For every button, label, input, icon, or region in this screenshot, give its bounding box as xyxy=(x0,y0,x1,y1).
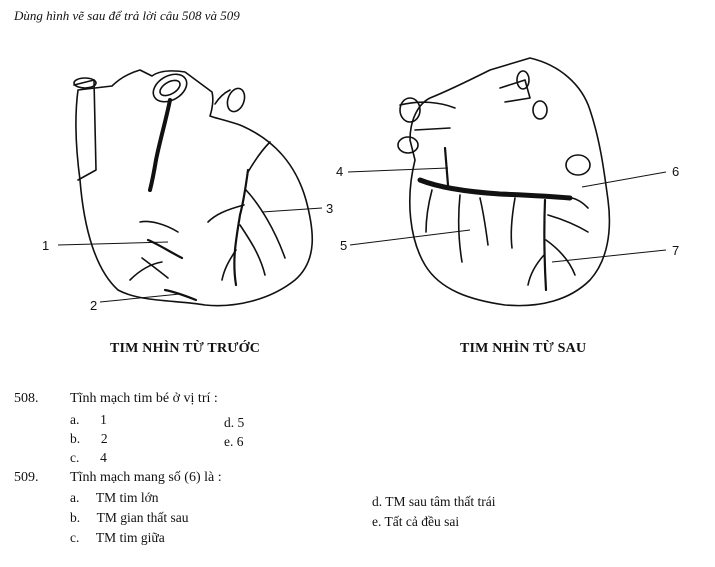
question-508-option-d: d. 5 xyxy=(224,415,244,431)
question-508-number: 508. xyxy=(14,391,39,406)
option-letter: a. xyxy=(70,490,80,505)
option-text: TM gian thất sau xyxy=(96,510,189,525)
figure-label-4: 4 xyxy=(336,164,343,179)
question-509-option-d: d. TM sau tâm thất trái xyxy=(372,494,496,510)
question-509-option-b: b. TM gian thất sau xyxy=(70,510,189,526)
option-text: 1 xyxy=(100,412,107,427)
question-509-option-a: a. TM tim lớn xyxy=(70,490,159,506)
question-508-text: Tĩnh mạch tim bé ở vị trí : xyxy=(70,391,218,406)
option-letter: b. xyxy=(70,431,81,446)
option-text: TM tim lớn xyxy=(95,490,159,505)
question-508-option-c: c. 4 xyxy=(70,450,107,466)
question-509-option-c: c. TM tim giữa xyxy=(70,530,165,546)
front-view-caption: TIM NHÌN TỪ TRƯỚC xyxy=(110,341,261,356)
option-text: Tất cả đều sai xyxy=(384,514,460,529)
option-text: 2 xyxy=(100,431,108,446)
option-text: 6 xyxy=(236,434,244,449)
back-heart-drawing xyxy=(397,57,611,307)
option-text: TM tim giữa xyxy=(95,530,165,545)
question-509-text: Tĩnh mạch mang số (6) là : xyxy=(70,470,222,485)
figure-label-3: 3 xyxy=(326,201,333,216)
intro-instruction: Dùng hình vẽ sau để trả lời câu 508 và 5… xyxy=(14,8,240,23)
figure-label-5: 5 xyxy=(340,238,347,253)
option-letter: d. xyxy=(224,415,235,430)
figure-label-2: 2 xyxy=(90,298,97,313)
question-508-option-a: a. 1 xyxy=(70,412,107,428)
question-508-option-e: e. 6 xyxy=(224,434,244,450)
question-509-number: 509. xyxy=(14,470,39,485)
question-508-option-b: b. 2 xyxy=(70,431,108,447)
option-text: TM sau tâm thất trái xyxy=(385,494,496,509)
leader-lines xyxy=(57,167,667,303)
option-letter: e. xyxy=(372,514,382,529)
option-letter: a. xyxy=(70,412,80,427)
option-letter: b. xyxy=(70,510,81,525)
option-letter: c. xyxy=(70,530,80,545)
option-text: 4 xyxy=(100,450,107,465)
option-letter: d. xyxy=(372,494,383,509)
front-heart-drawing xyxy=(73,69,314,307)
back-view-caption: TIM NHÌN TỪ SAU xyxy=(460,341,587,356)
figure-label-7: 7 xyxy=(672,243,679,258)
option-letter: e. xyxy=(224,434,234,449)
figure-label-6: 6 xyxy=(672,164,679,179)
question-509-option-e: e. Tất cả đều sai xyxy=(372,514,459,530)
option-letter: c. xyxy=(70,450,80,465)
figure-label-1: 1 xyxy=(42,238,49,253)
option-text: 5 xyxy=(237,415,245,430)
